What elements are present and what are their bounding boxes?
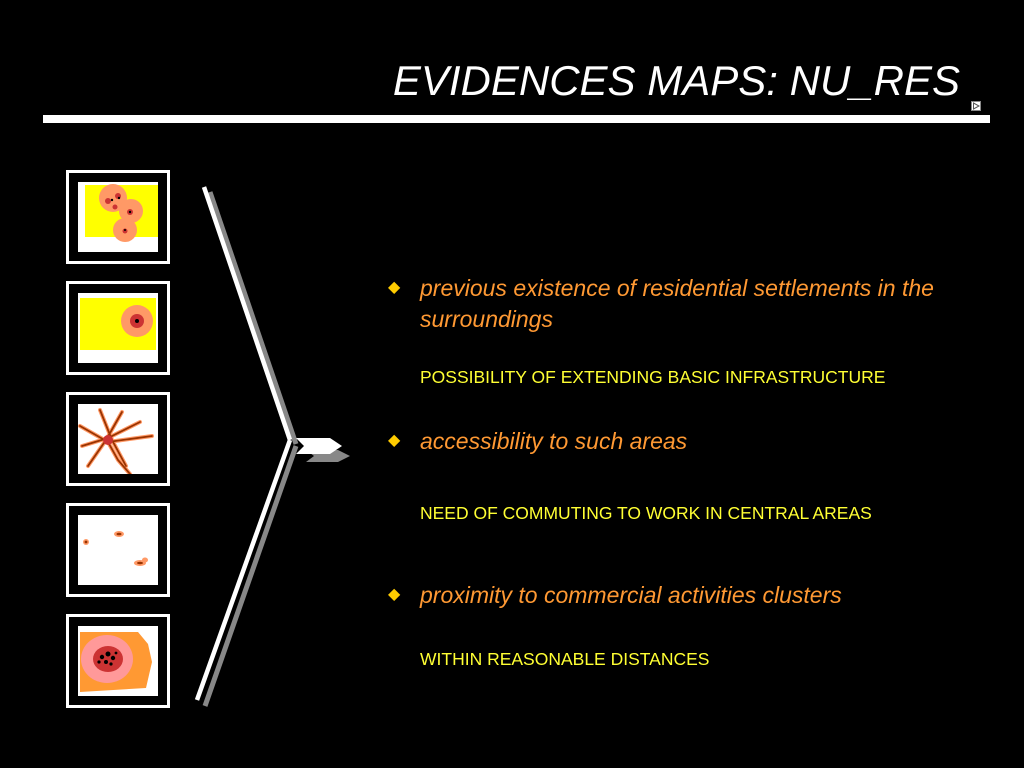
scattered-clusters-map [66,503,170,597]
diamond-bullet-icon: ◆ [388,279,401,296]
diamond-bullet-icon: ◆ [388,586,401,603]
road-network-map [66,392,170,486]
title-divider [43,115,990,123]
bullet-text: proximity to commercial activities clust… [420,582,842,608]
consequence-text: WITHIN REASONABLE DISTANCES [420,649,710,669]
residential-settlements-map [66,170,170,264]
bullet-text: previous existence of residential settle… [420,275,934,332]
play-arrow-icon[interactable] [971,101,981,111]
single-settlement-map [66,281,170,375]
slide-title: EVIDENCES MAPS: NU_RES [392,57,960,104]
right-arrow-icon [296,438,342,454]
bullet-text: accessibility to such areas [420,428,688,454]
diamond-bullet-icon: ◆ [388,432,401,449]
consequence-text: NEED OF COMMUTING TO WORK IN CENTRAL ARE… [420,503,872,523]
consequence-text: POSSIBILITY OF EXTENDING BASIC INFRASTRU… [420,367,886,387]
commercial-clusters-map [66,614,170,708]
